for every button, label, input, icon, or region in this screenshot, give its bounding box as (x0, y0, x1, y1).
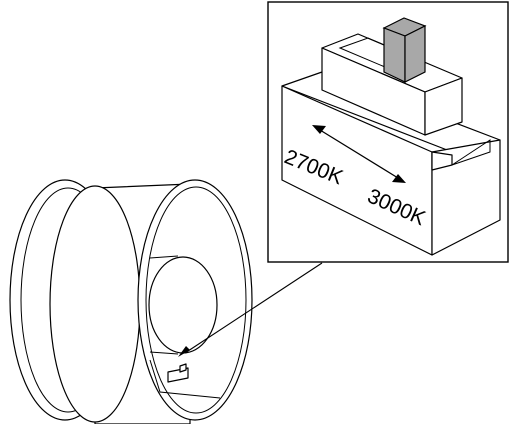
callout-box: 2700K 3000K (267, 1, 509, 263)
slider-knob (382, 17, 427, 83)
lamp-module-bottom-edge (149, 351, 179, 355)
arrowhead-left (312, 125, 326, 134)
fixture-body (9, 179, 253, 424)
leader-arrowhead (178, 346, 190, 357)
switch-base-side (431, 139, 501, 256)
knob-front (383, 27, 406, 83)
slot-groove (451, 139, 491, 166)
front-opening-inner (145, 186, 247, 414)
arrow-shaft (319, 129, 399, 179)
arrowhead-right (392, 174, 406, 183)
switch-small-knob (179, 363, 187, 373)
housing-back-edge (49, 185, 141, 423)
direction-arrow (312, 125, 406, 183)
interior-base (149, 359, 221, 399)
leader-line-stroke (184, 262, 323, 354)
leader-line (178, 262, 323, 357)
knob-side (404, 25, 426, 83)
lamp-module-top-edge (149, 255, 179, 259)
carriage-side (424, 77, 463, 136)
